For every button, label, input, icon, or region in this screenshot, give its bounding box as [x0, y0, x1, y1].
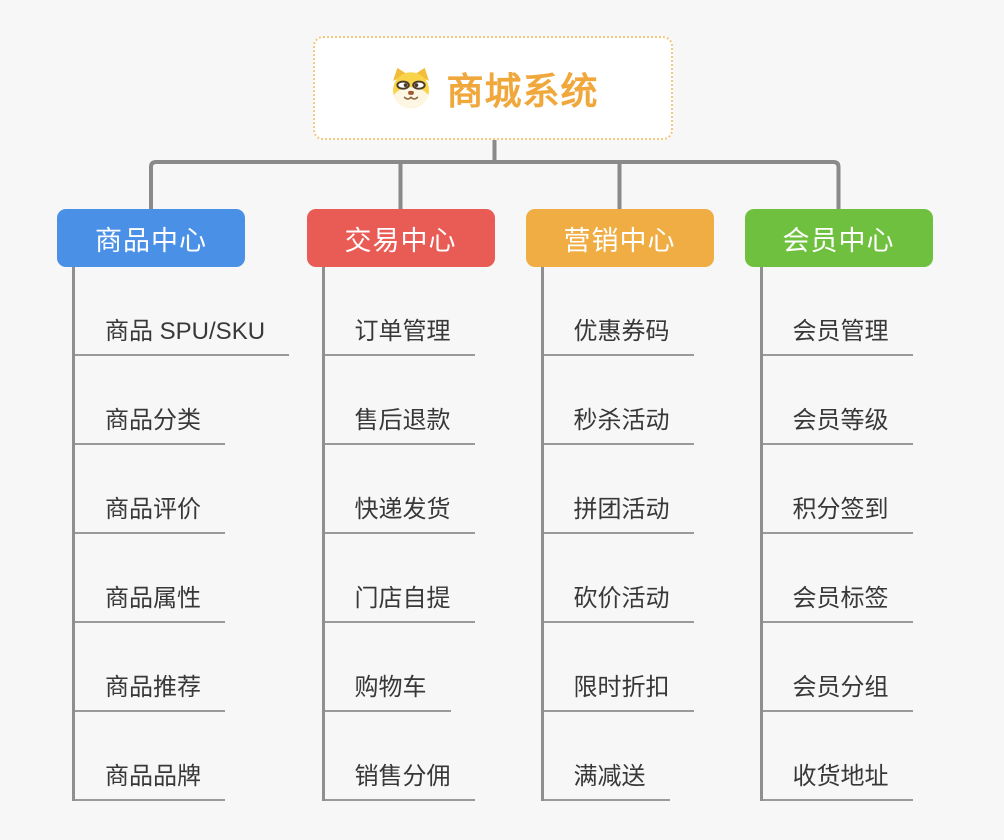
sub-topic-node[interactable]: 购物车	[324, 674, 451, 712]
branch-node-trade-center[interactable]: 交易中心	[306, 209, 495, 267]
branch-children-column-marketing: 优惠券码 秒杀活动 拼团活动 砍价活动 限时折扣 满减送	[540, 267, 694, 801]
branch-label: 交易中心	[344, 225, 457, 256]
sub-topic-row: 快递发货	[324, 445, 475, 534]
sub-topic-row: 积分签到	[762, 445, 913, 534]
sub-topic-node[interactable]: 门店自提	[324, 585, 475, 623]
sub-topic-row: 砍价活动	[543, 534, 694, 623]
sub-topic-row: 商品 SPU/SKU	[75, 267, 290, 356]
sub-topic-row: 商品分类	[75, 356, 289, 445]
sub-topic-node[interactable]: 优惠券码	[543, 318, 694, 356]
sub-topic-node[interactable]: 订单管理	[324, 318, 475, 356]
sub-topic-node[interactable]: 商品分类	[75, 407, 225, 445]
branch-node-member-center[interactable]: 会员中心	[744, 209, 933, 267]
sub-topic-node[interactable]: 积分签到	[762, 496, 913, 534]
branch-label: 会员中心	[782, 225, 895, 256]
sub-topic-node[interactable]: 商品属性	[75, 585, 225, 623]
sub-topic-row: 商品推荐	[75, 623, 289, 712]
sub-topic-row: 会员等级	[762, 356, 913, 445]
sub-topic-node[interactable]: 会员管理	[762, 318, 913, 356]
root-node[interactable]: 商城系统	[313, 36, 673, 140]
sub-topic-row: 商品品牌	[75, 712, 289, 801]
sub-topic-node[interactable]: 会员等级	[762, 407, 913, 445]
branch-node-product-center[interactable]: 商品中心	[57, 209, 245, 267]
sub-topic-node[interactable]: 销售分佣	[324, 763, 475, 801]
sub-topic-node[interactable]: 秒杀活动	[543, 407, 694, 445]
sub-topic-row: 会员标签	[762, 534, 913, 623]
sub-topic-row: 满减送	[543, 712, 694, 801]
sub-topic-node[interactable]: 满减送	[543, 763, 670, 801]
branch-children-column-member: 会员管理 会员等级 积分签到 会员标签 会员分组 收货地址	[759, 267, 913, 801]
sub-topic-row: 秒杀活动	[543, 356, 694, 445]
sub-topic-node[interactable]: 售后退款	[324, 407, 475, 445]
dog-face-icon	[392, 67, 429, 109]
sub-topic-node[interactable]: 商品评价	[75, 496, 225, 534]
sub-topic-row: 会员分组	[762, 623, 913, 712]
sub-topic-node[interactable]: 会员分组	[762, 674, 913, 712]
root-title: 商城系统	[446, 71, 599, 112]
branch-children-column-trade: 订单管理 售后退款 快递发货 门店自提 购物车 销售分佣	[321, 267, 475, 801]
sub-topic-node[interactable]: 收货地址	[762, 763, 913, 801]
sub-topic-row: 购物车	[324, 623, 475, 712]
sub-topic-node[interactable]: 快递发货	[324, 496, 475, 534]
sub-topic-node[interactable]: 商品 SPU/SKU	[75, 318, 290, 356]
sub-topic-node[interactable]: 拼团活动	[543, 496, 694, 534]
sub-topic-row: 收货地址	[762, 712, 913, 801]
sub-topic-node[interactable]: 砍价活动	[543, 585, 694, 623]
sub-topic-row: 会员管理	[762, 267, 913, 356]
sub-topic-row: 拼团活动	[543, 445, 694, 534]
sub-topic-node[interactable]: 限时折扣	[543, 674, 694, 712]
branch-children-column-product: 商品 SPU/SKU 商品分类 商品评价 商品属性 商品推荐 商品品牌	[72, 267, 290, 801]
sub-topic-node[interactable]: 商品品牌	[75, 763, 225, 801]
sub-topic-row: 门店自提	[324, 534, 475, 623]
sub-topic-row: 商品属性	[75, 534, 289, 623]
sub-topic-row: 订单管理	[324, 267, 475, 356]
branch-label: 商品中心	[95, 225, 207, 256]
sub-topic-row: 商品评价	[75, 445, 289, 534]
branch-label: 营销中心	[563, 225, 676, 256]
sub-topic-row: 售后退款	[324, 356, 475, 445]
sub-topic-node[interactable]: 会员标签	[762, 585, 913, 623]
sub-topic-node[interactable]: 商品推荐	[75, 674, 225, 712]
branch-node-marketing-center[interactable]: 营销中心	[525, 209, 714, 267]
sub-topic-row: 优惠券码	[543, 267, 694, 356]
sub-topic-row: 销售分佣	[324, 712, 475, 801]
sub-topic-row: 限时折扣	[543, 623, 694, 712]
